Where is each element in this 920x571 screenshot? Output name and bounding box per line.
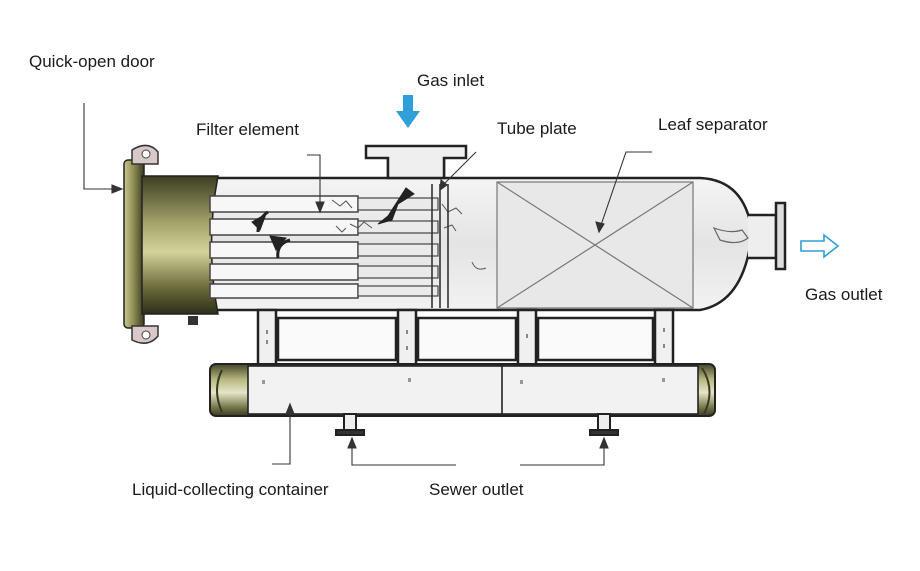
label-gas-outlet: Gas outlet — [805, 285, 883, 304]
outlet-flange — [774, 201, 787, 271]
label-tube-plate: Tube plate — [497, 119, 577, 138]
drip-marks — [266, 328, 665, 350]
door-body — [141, 175, 219, 315]
flow-arrows — [251, 187, 415, 259]
label-leaf-separator: Leaf separator — [658, 115, 768, 134]
support-windows — [276, 316, 655, 362]
tube-plate — [431, 184, 449, 308]
filter-details — [331, 199, 487, 270]
label-quick-open-door: Quick-open door — [29, 52, 155, 71]
sewer-outlet-right — [589, 413, 619, 436]
leaf-separator — [496, 181, 694, 309]
gas-outlet-arrow — [800, 233, 840, 259]
leader-lines — [83, 103, 652, 466]
label-sewer-outlet: Sewer outlet — [429, 480, 524, 499]
gas-inlet-arrow — [396, 95, 420, 128]
door-flange — [123, 159, 145, 329]
outlet-nozzle — [748, 213, 778, 260]
filter-elements — [209, 195, 359, 299]
label-liquid-collecting-container: Liquid-collecting container — [132, 480, 329, 499]
label-gas-inlet: Gas inlet — [417, 71, 485, 90]
label-filter-element: Filter element — [196, 120, 299, 139]
sewer-outlet-left — [335, 413, 365, 436]
